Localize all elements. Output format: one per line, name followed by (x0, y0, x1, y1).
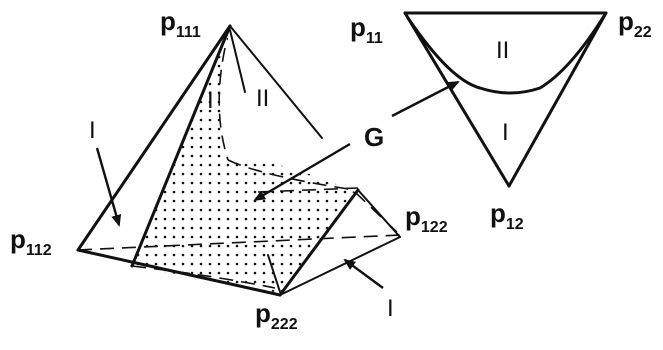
edge-inner-small (267, 254, 281, 293)
edge-p222-right (278, 188, 360, 297)
hidden-edge-back-right (257, 187, 359, 193)
label-p11: p11 (350, 12, 383, 47)
tri-right-edge (507, 11, 608, 188)
label-p112: p112 (10, 224, 52, 259)
arrows (95, 80, 460, 289)
edge-p111-right (229, 25, 323, 139)
region-tri-ii: II (496, 37, 509, 64)
arrow-left-i (95, 147, 122, 227)
arrow-bottom-i (343, 258, 384, 289)
label-p12: p12 (490, 198, 524, 233)
region-left-i: I (89, 117, 96, 144)
region-tri-i: I (502, 119, 509, 146)
region-bottom-i: I (387, 295, 394, 322)
label-p111: p111 (160, 6, 201, 41)
edge-right-p122 (357, 189, 401, 238)
hidden-curve-inner (218, 47, 229, 161)
curve-g (406, 14, 606, 95)
label-p222: p222 (255, 298, 298, 333)
triangle-inset (403, 11, 608, 188)
arrow-g-to-surface (253, 142, 351, 202)
region-face-ii: II (256, 85, 269, 112)
arrow-g-to-curve (391, 80, 460, 118)
label-p122: p122 (405, 201, 448, 236)
label-curve-g: G (364, 122, 384, 152)
edge-p222-p122 (279, 236, 401, 296)
hidden-curve-surface (227, 159, 356, 191)
hidden-curve-lower (131, 265, 276, 289)
dotted-surface (132, 28, 355, 293)
edge-p112-p222 (76, 248, 282, 297)
edge-p111-face (130, 24, 232, 268)
edge-p111-inner (229, 29, 246, 93)
edge-p112-p111 (76, 24, 232, 252)
hidden-edge-p112-p122 (77, 234, 401, 251)
tri-left-edge (403, 11, 511, 188)
label-p22: p22 (618, 6, 652, 41)
region-face-i: I (207, 87, 214, 114)
tetrahedron (76, 24, 401, 297)
